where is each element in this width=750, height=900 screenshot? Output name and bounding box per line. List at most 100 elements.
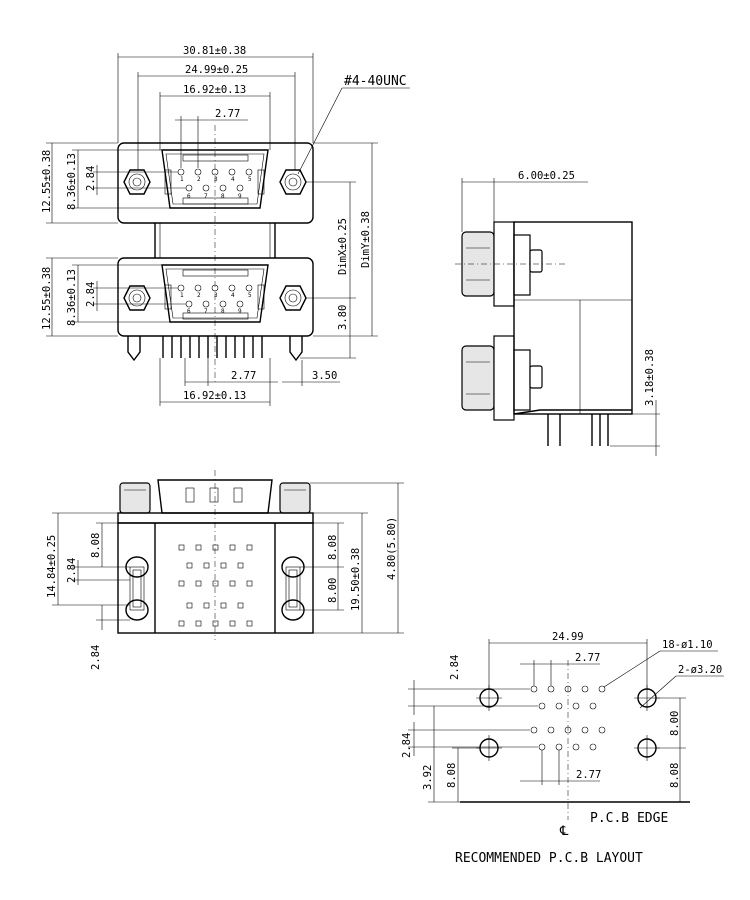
pin-contact <box>185 300 193 308</box>
flange-edge <box>117 512 314 524</box>
dim-800-right-pcb: 8.00 <box>669 711 681 736</box>
dim-480: 4.80(5.80) <box>386 517 398 580</box>
upper-bottom-slot <box>182 197 249 205</box>
pin-label: 3 <box>214 292 218 299</box>
dim-holes-large: 2-ø3.20 <box>678 664 722 676</box>
pin-label: 5 <box>248 292 252 299</box>
upper-pins: 1 2 3 4 5 6 7 8 9 <box>177 168 253 200</box>
pin-contact <box>236 184 244 192</box>
dim-bottom-pitch: 2.77 <box>231 370 256 382</box>
pin-label: 4 <box>231 176 235 183</box>
dim-284-top: 2.84 <box>449 655 461 680</box>
upper-latch-side <box>529 249 543 273</box>
upper-flange <box>117 142 314 224</box>
dim-dimx: DimX±0.25 <box>337 218 349 275</box>
dim-284-left: 2.84 <box>401 733 413 758</box>
pin-label: 7 <box>204 193 208 200</box>
pin-contact <box>185 184 193 192</box>
centerline-symbol: ℄ <box>559 824 569 839</box>
right-board-lock-bottom <box>281 556 305 621</box>
dim-shell-width: 16.92±0.13 <box>183 84 246 96</box>
lower-pins: 1 2 3 4 5 6 7 8 9 <box>177 284 253 315</box>
dim-dimy: DimY±0.38 <box>360 211 372 268</box>
upper-d-shell <box>161 149 269 209</box>
dim-2499: 24.99 <box>552 631 584 643</box>
pin-label: 9 <box>238 193 242 200</box>
pin-contact <box>245 168 253 176</box>
pin-label: 1 <box>180 176 184 183</box>
pin-contact <box>202 300 210 308</box>
pcb-edge-label: P.C.B EDGE <box>590 811 668 826</box>
top-slot <box>233 487 243 503</box>
dim-284-a: 2.84 <box>66 558 78 583</box>
pin-contact <box>219 184 227 192</box>
pcb-layout: 24.99 2.77 18-ø1.10 2-ø3.20 2.84 2.84 3.… <box>401 631 724 866</box>
base-side <box>513 409 632 415</box>
upper-top-slot <box>182 154 249 162</box>
pin-label: 7 <box>204 308 208 315</box>
front-view: 1 2 3 4 5 6 7 8 9 1 2 3 4 5 6 7 <box>41 45 410 406</box>
lower-right-slot <box>257 284 265 310</box>
pin-contact <box>202 184 210 192</box>
dim-1950: 19.50±0.38 <box>350 548 362 611</box>
side-view: 6.00±0.25 3.18±0.38 <box>455 170 660 456</box>
top-slot <box>209 487 219 503</box>
dim-holes-small: 18-ø1.10 <box>662 639 713 651</box>
pin-contact <box>194 284 202 292</box>
pin-contact <box>228 168 236 176</box>
pin-contact <box>194 168 202 176</box>
left-board-lock-bottom <box>125 556 149 621</box>
dim-top-row-height: 12.55±0.38 <box>41 150 53 213</box>
body-bottom <box>117 522 314 634</box>
pin-label: 2 <box>197 176 201 183</box>
pin-contact <box>177 168 185 176</box>
dim-bottom-shell: 16.92±0.13 <box>183 390 246 402</box>
dim-pin-pitch: 2.77 <box>215 108 240 120</box>
pin-contact <box>228 284 236 292</box>
pin-tail-grid <box>178 544 253 627</box>
right-board-lock <box>289 336 303 362</box>
lower-bottom-slot <box>182 312 249 320</box>
dim-380: 3.80 <box>337 305 349 330</box>
right-screw-top <box>279 482 311 514</box>
lower-latch-side <box>529 365 543 389</box>
lower-right-screw-icon <box>279 285 307 311</box>
dim-277-top: 2.77 <box>575 652 600 664</box>
dim-bot-row-pitch: 2.84 <box>85 282 97 307</box>
upper-left-screw-icon <box>123 169 151 195</box>
dim-277-bottom: 2.77 <box>576 769 601 781</box>
pin-label: 1 <box>180 292 184 299</box>
dim-808-left-pcb: 8.08 <box>446 763 458 788</box>
pin-contact <box>177 284 185 292</box>
dim-offset: 6.00±0.25 <box>518 170 575 182</box>
pin-label: 8 <box>221 308 225 315</box>
dim-392: 3.92 <box>422 765 434 790</box>
dim-808-right-pcb: 8.08 <box>669 763 681 788</box>
left-board-lock <box>127 336 141 362</box>
upper-right-screw-icon <box>279 169 307 195</box>
pin-label: 5 <box>248 176 252 183</box>
pin-label: 8 <box>221 193 225 200</box>
dim-top-row-pitch: 2.84 <box>85 166 97 191</box>
lower-d-shell <box>161 264 269 323</box>
dim-bot-row-spacing: 8.36±0.13 <box>66 269 78 326</box>
lower-left-slot <box>164 284 172 310</box>
dim-bot-row-height: 12.55±0.38 <box>41 267 53 330</box>
pin-label: 6 <box>187 308 191 315</box>
pin-label: 4 <box>231 292 235 299</box>
lower-flange-side <box>493 335 515 421</box>
top-slot <box>185 487 195 503</box>
lower-left-screw-icon <box>123 285 151 311</box>
lower-flange <box>117 257 314 337</box>
upper-shell-side <box>513 234 531 296</box>
dim-thread: #4-40UNC <box>344 74 407 89</box>
dim-800-right: 8.00 <box>327 578 339 603</box>
bottom-view: 14.84±0.25 8.08 2.84 2.84 8.08 8.00 19.5… <box>46 470 404 670</box>
lower-shell-side <box>513 349 531 411</box>
pin-contact <box>219 300 227 308</box>
dim-height: 14.84±0.25 <box>46 535 58 598</box>
pin-contact <box>236 300 244 308</box>
dim-284-b: 2.84 <box>90 645 102 670</box>
lower-screw-side <box>461 345 495 411</box>
